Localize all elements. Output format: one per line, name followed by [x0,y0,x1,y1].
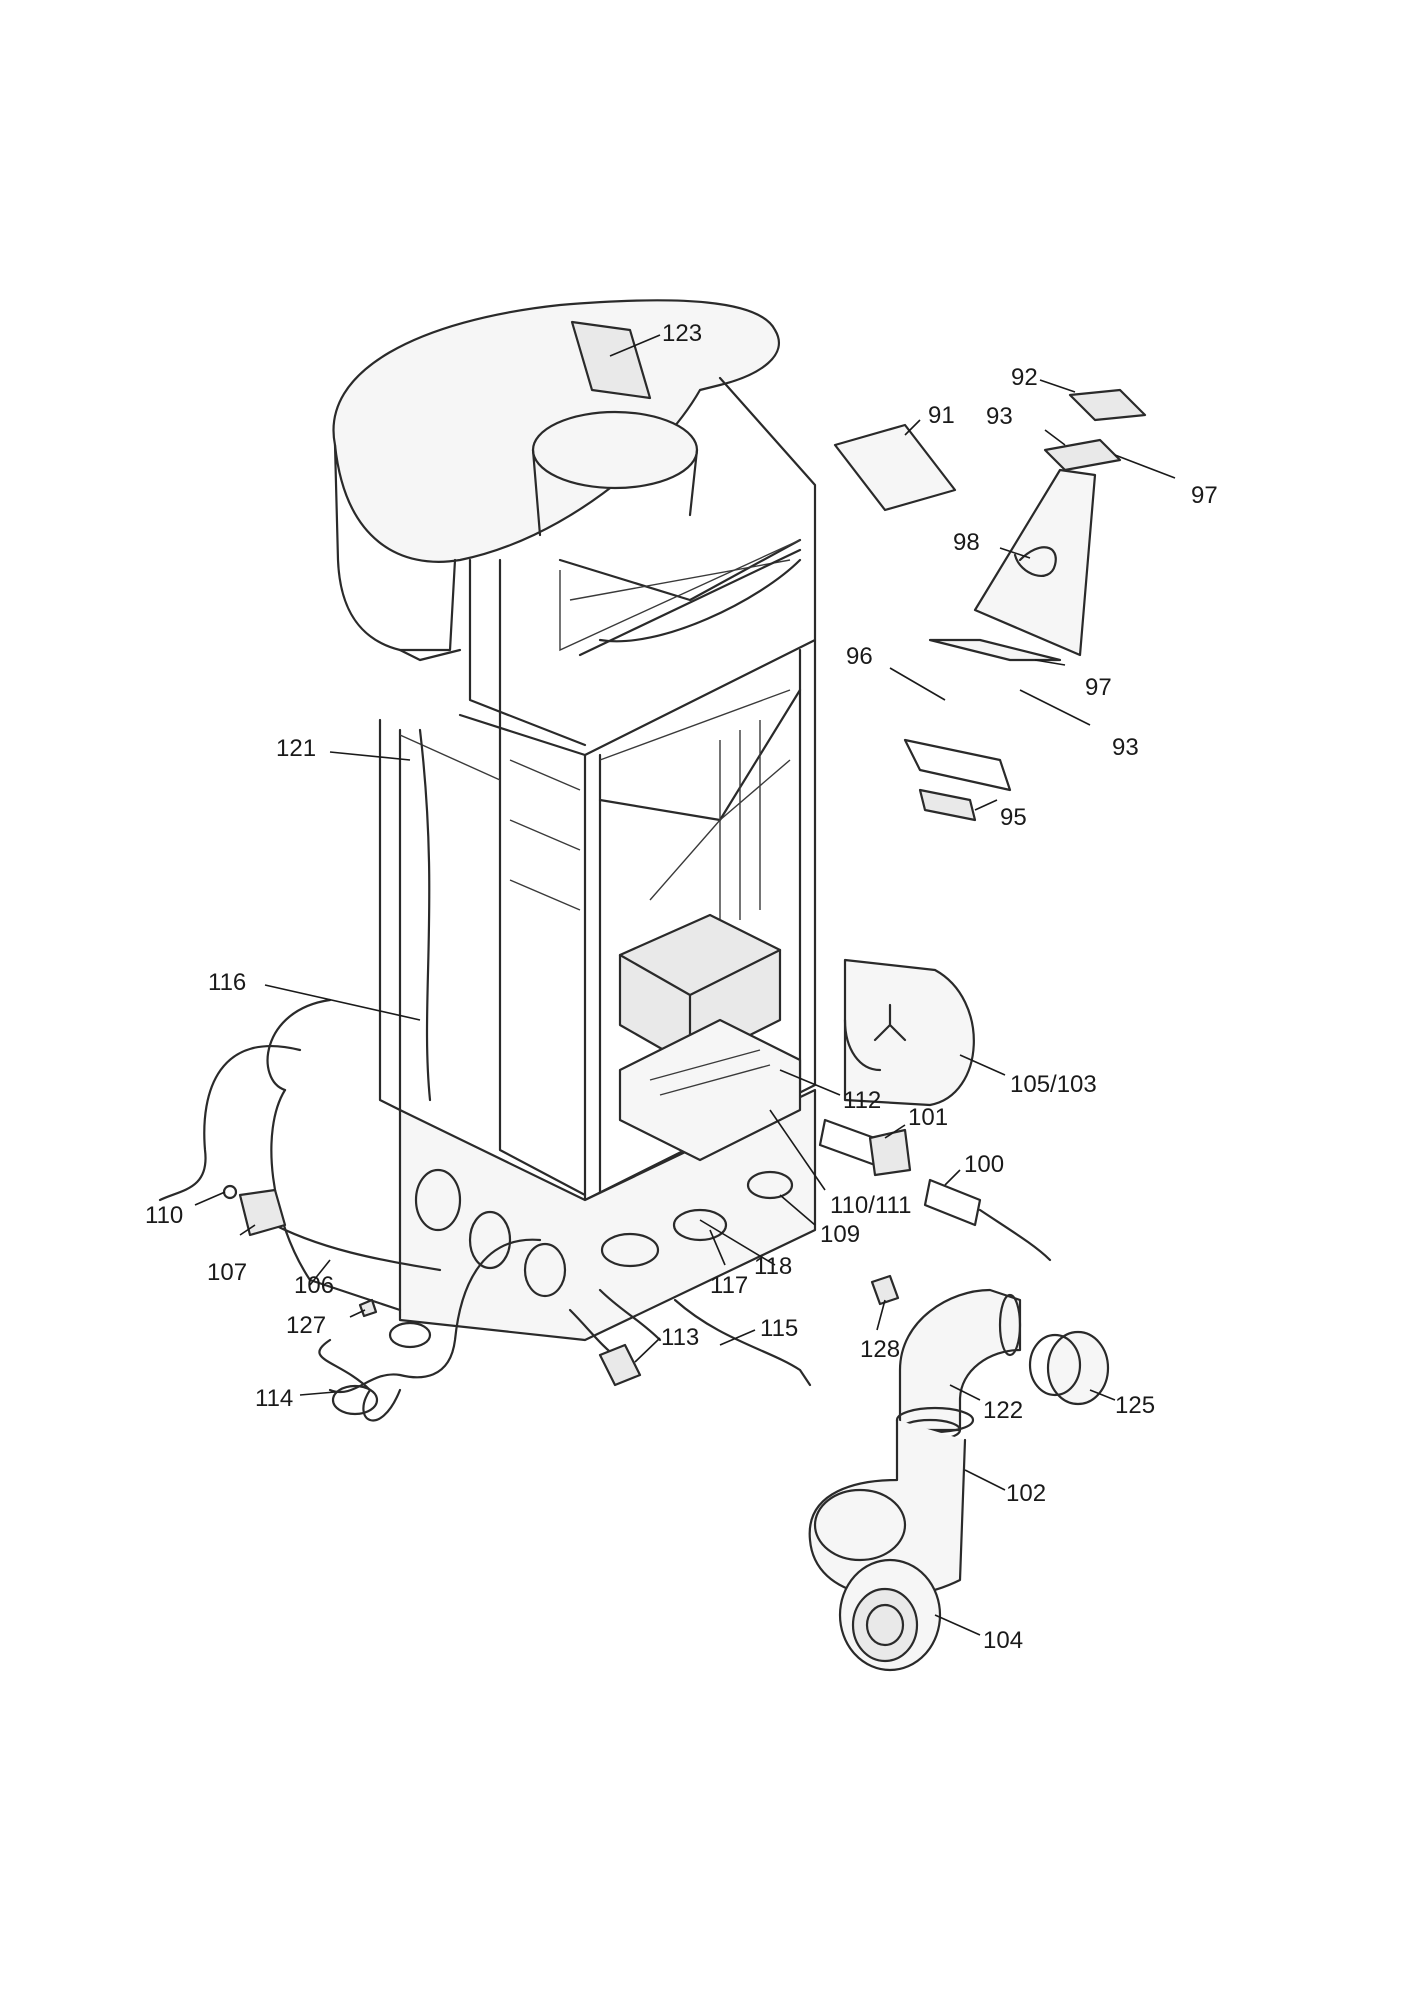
part-label-112: 112 [843,1087,881,1114]
part-label-95: 95 [1000,804,1027,831]
part-label-117: 117 [710,1272,748,1299]
plug [598,1343,642,1387]
part-label-100: 100 [964,1151,1004,1178]
part-label-104: 104 [983,1627,1023,1654]
igniter-pipe [818,1118,1052,1262]
part-label-113: 113 [661,1324,699,1351]
part-label-110: 110 [145,1202,183,1229]
fan-motor [838,1558,942,1672]
feeder-assembly [833,388,1147,822]
fan-housing [843,958,975,1107]
pressure-switch [222,1184,287,1237]
part-label-97: 97 [1085,674,1112,701]
part-label-101: 101 [908,1104,948,1131]
part-label-98: 98 [953,529,980,556]
part-label-110-111: 110/111 [830,1192,911,1219]
hopper-opening [531,410,699,537]
label-plate [570,320,652,400]
part-label-97: 97 [1191,482,1218,509]
part-label-121: 121 [276,735,316,762]
sensor [358,1298,378,1318]
part-label-93: 93 [1112,734,1139,761]
part-label-115: 115 [760,1315,798,1342]
part-label-116: 116 [208,969,246,996]
part-label-109: 109 [820,1221,860,1248]
part-label-123: 123 [662,320,702,347]
connector [870,1274,900,1306]
part-label-96: 96 [846,643,873,670]
part-label-93: 93 [986,403,1013,430]
part-label-107: 107 [207,1259,247,1286]
part-label-122: 122 [983,1397,1023,1424]
part-label-127: 127 [286,1312,326,1339]
leader-lines [194,334,1176,1636]
part-label-106: 106 [294,1272,334,1299]
part-label-105-103: 105/103 [1010,1071,1097,1098]
top-cover [332,299,781,662]
part-label-92: 92 [1011,364,1038,391]
part-label-118: 118 [754,1253,792,1280]
part-labels: 123 92 91 93 97 98 97 96 93 95 121 116 1… [145,320,1218,1654]
part-label-125: 125 [1115,1392,1155,1419]
part-label-128: 128 [860,1336,900,1363]
flue-cap [1028,1330,1110,1406]
cables [158,1044,812,1422]
part-label-102: 102 [1006,1480,1046,1507]
part-label-114: 114 [255,1385,293,1412]
part-label-91: 91 [928,402,955,429]
control-box [618,913,802,1162]
